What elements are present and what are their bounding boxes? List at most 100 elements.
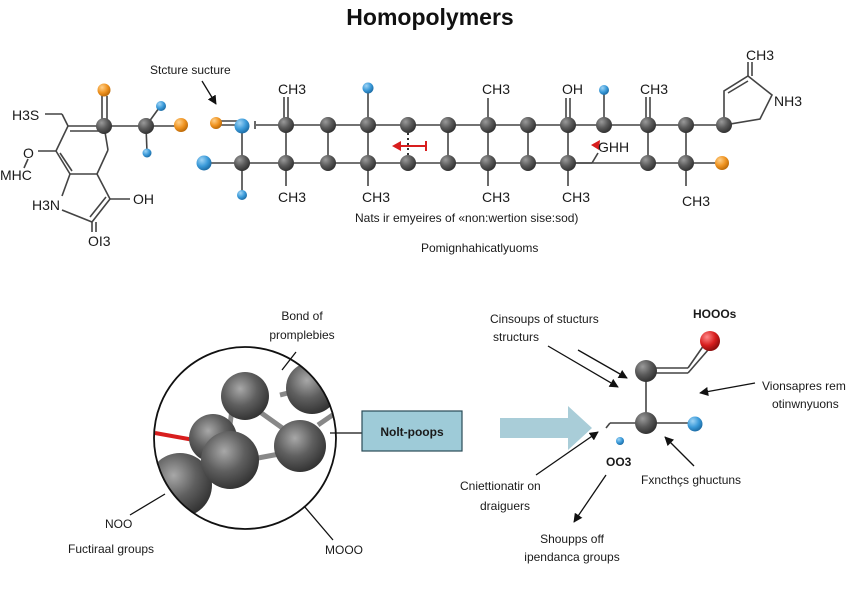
atom-carbon	[520, 155, 536, 171]
atom-carbon	[596, 117, 612, 133]
atom-blue	[599, 85, 609, 95]
label-ch3: CH3	[482, 81, 510, 97]
bond	[59, 152, 73, 172]
bond	[23, 158, 29, 169]
shoupps-label: Shoupps off	[540, 532, 604, 546]
oo3-label: OO3	[606, 455, 632, 469]
atom-carbon	[234, 155, 250, 171]
atom-carbon	[640, 117, 656, 133]
cinsoups-label: Cinsoups of stucturs	[490, 312, 599, 326]
pointer-arrow	[664, 436, 695, 467]
atom-orange	[715, 156, 729, 170]
chain-subcaption: Pomignhahicatlyuoms	[421, 241, 538, 255]
bond	[55, 150, 71, 175]
sphere-atom	[201, 431, 259, 489]
cniettion-label: Cniettionatir on	[460, 479, 541, 493]
pointer-arrow	[573, 474, 607, 523]
atom-carbon	[320, 155, 336, 171]
atom-blue	[362, 82, 374, 94]
atom-carbon	[320, 117, 336, 133]
atom-blue	[156, 101, 166, 111]
structure-arrow	[201, 80, 217, 105]
bond	[89, 196, 107, 218]
sphere-atom	[221, 372, 269, 420]
pointer-arrow	[547, 345, 619, 388]
non-groups-box	[361, 410, 463, 452]
atom-carbon	[480, 117, 496, 133]
atom-orange	[97, 83, 111, 97]
atom-orange	[174, 118, 188, 132]
atom-carbon	[716, 117, 732, 133]
atom-carbon	[138, 118, 154, 134]
zoom-circle-outline	[153, 346, 337, 530]
atom-carbon	[520, 117, 536, 133]
bond	[61, 209, 93, 223]
label-ch3: CH3	[640, 81, 668, 97]
bond	[96, 173, 111, 200]
pointer-arrow	[535, 431, 599, 476]
leader-line	[303, 505, 334, 541]
vionsapres-label: otinwnyuons	[772, 397, 839, 411]
label-ch3: CH3	[482, 189, 510, 205]
leader-line	[129, 493, 166, 516]
bond	[61, 173, 71, 197]
label-mhc: MHC	[0, 167, 32, 183]
atom-carbon	[278, 155, 294, 171]
diagram-title: Homopolymers	[346, 4, 514, 30]
label-ch3: CH3	[746, 47, 774, 63]
atom-carbon	[635, 412, 657, 434]
atom-orange	[210, 117, 222, 129]
top-chain	[196, 62, 774, 200]
functional-group-molecule	[605, 344, 709, 429]
bond	[605, 422, 611, 429]
atom-blue	[687, 416, 703, 432]
label-o: O	[23, 145, 34, 161]
label-oh: OH	[133, 191, 154, 207]
atom-blue	[196, 155, 212, 171]
label-oh: OH	[562, 81, 583, 97]
structure-label: Stcture sucture	[150, 63, 231, 77]
bond	[55, 125, 69, 152]
mooo-label: MOOO	[325, 543, 363, 557]
atom-blue	[237, 190, 247, 200]
atom-carbon	[480, 155, 496, 171]
ring	[723, 75, 774, 126]
non-groups-box-label: Nolt-poops	[380, 425, 444, 439]
cinsoups-label: structurs	[493, 330, 539, 344]
zoom-circle	[153, 346, 337, 530]
bond	[591, 152, 599, 164]
pointer-arrow	[699, 382, 756, 397]
atom-carbon	[278, 117, 294, 133]
bond	[91, 198, 111, 223]
bond	[727, 80, 749, 94]
label-nh3: NH3	[774, 93, 802, 109]
noo-label: NOO	[105, 517, 132, 531]
functional-groups-label: Fuctiraal groups	[68, 542, 154, 556]
bond	[316, 411, 336, 428]
top-left-molecule	[23, 96, 180, 232]
atom-blue	[234, 118, 250, 134]
bond	[687, 349, 709, 374]
atom-carbon	[678, 155, 694, 171]
atom-carbon	[678, 117, 694, 133]
atom-carbon	[96, 118, 112, 134]
atom-carbon	[400, 155, 416, 171]
atom-oxygen	[700, 331, 720, 351]
label-ch3: CH3	[278, 189, 306, 205]
transition-arrow-icon	[500, 406, 592, 450]
bond	[61, 113, 69, 127]
label-ch3: CH3	[562, 189, 590, 205]
sphere-atom	[274, 420, 326, 472]
bond	[96, 149, 109, 175]
atom-carbon	[440, 117, 456, 133]
vionsapres-label: Vionsapres rem	[762, 379, 846, 393]
atom-blue	[616, 437, 624, 445]
atom-carbon	[640, 155, 656, 171]
bond-label: promplebies	[269, 328, 334, 342]
bond	[687, 344, 705, 369]
bond-label: Bond of	[281, 309, 323, 323]
fxncthcs-label: Fxncthçs ghuctuns	[641, 473, 741, 487]
atom-carbon	[400, 117, 416, 133]
red-arrow-head	[392, 141, 401, 151]
atom-carbon	[360, 117, 376, 133]
